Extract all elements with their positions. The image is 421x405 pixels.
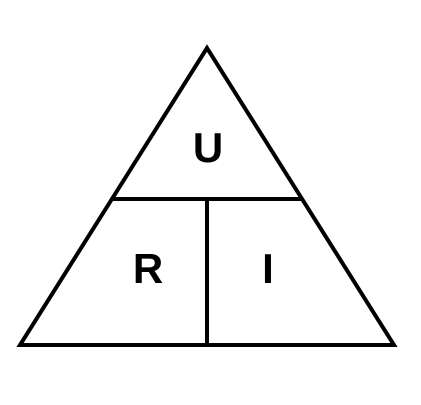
label-r: R	[133, 245, 163, 292]
label-u: U	[193, 124, 223, 171]
label-i: I	[262, 245, 274, 292]
